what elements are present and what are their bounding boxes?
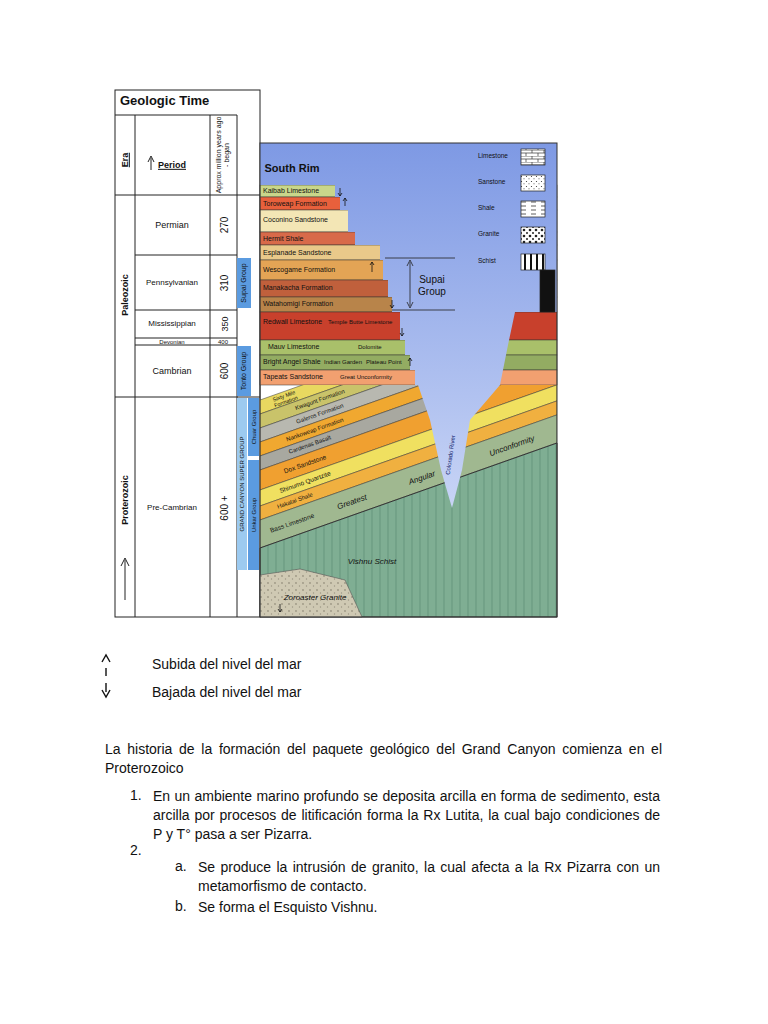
group-name: Tonto Group: [240, 352, 248, 391]
period-name: Pre-Cambrian: [147, 503, 197, 512]
column-header: Era: [120, 153, 130, 168]
drawing-part: [248, 460, 259, 570]
period-name: Mississippian: [148, 319, 196, 328]
legend-text: Sanstone: [478, 178, 505, 185]
down-arrow-symbol: [102, 683, 110, 697]
drawing-part: [521, 149, 545, 165]
list-letter: a.: [175, 858, 187, 874]
age-number: 600 +: [219, 495, 231, 520]
drawing-part: [115, 115, 260, 617]
group-name: Unkar Group: [250, 498, 257, 532]
stratum-name: Indian Garden: [324, 359, 362, 366]
age-number: 600: [219, 363, 231, 380]
group-name: Chuar Group: [250, 410, 257, 445]
list-item: Se forma el Esquisto Vishnu.: [198, 898, 660, 917]
list-number: 1.: [130, 787, 142, 803]
legend-text: Granite: [478, 230, 499, 237]
legend-text: Bajada del nivel del mar: [152, 684, 301, 700]
drawing-part: [521, 175, 545, 191]
list-letter: b.: [175, 898, 187, 914]
rock-legend-swatches: [521, 149, 555, 312]
column-header: Period: [158, 160, 186, 170]
stratum-name: Hermit Shale: [263, 235, 303, 243]
stratum-name: Tapeats Sandstone: [263, 373, 323, 381]
stratum-name: Bright Angel Shale: [263, 358, 321, 366]
rock-name: Vishnu Schist: [348, 557, 396, 566]
legend-text: Limestone: [478, 152, 508, 159]
age-number: 310: [219, 275, 231, 292]
drawing-part: [237, 398, 247, 570]
era-name: Paleozoic: [120, 274, 130, 316]
column-header: Approx million years ago - began: [215, 116, 231, 194]
legend-text: Shale: [478, 204, 495, 211]
era-arrow: [121, 558, 129, 600]
drawing-part: [540, 270, 555, 312]
group-name: GRAND CANYON SUPER GROUP: [239, 436, 246, 531]
era-name: Proterozoic: [120, 475, 130, 525]
time-table: [115, 90, 260, 617]
list-item: En un ambiente marino profundo se deposi…: [153, 787, 660, 844]
stratum-name: Temple Butte Limestone: [328, 319, 392, 326]
period-name: Pennsylvanian: [146, 278, 198, 287]
zoroaster-granite: [260, 569, 362, 617]
drawing-part: [260, 370, 557, 385]
stratum-name: Manakacha Formation: [263, 284, 333, 292]
period-name: Devonian: [159, 338, 184, 345]
site-label: South Rim: [265, 162, 320, 175]
drawing-part: [248, 398, 259, 456]
stratum-name: Toroweap Formation: [263, 200, 327, 208]
drawing-part: [237, 346, 251, 396]
paragraph: La historia de la formación del paquete …: [105, 740, 662, 778]
drawing-part: [521, 227, 545, 243]
group-bracket-label: Supai Group: [407, 274, 457, 297]
period-name: Permian: [155, 220, 189, 230]
rock-name: Zoroaster Granite: [284, 593, 347, 602]
legend-text: Subida del nivel del mar: [152, 656, 301, 672]
stratum-name: Mauv Limestone: [268, 343, 319, 351]
period-arrow: [148, 156, 154, 170]
stratum-name: Dolomite: [358, 344, 382, 351]
group-name: Supai Group: [240, 263, 248, 302]
stratum-name: Kaibab Limestone: [263, 187, 319, 195]
stratum-name: Wescogame Formation: [263, 266, 335, 274]
age-number: 270: [219, 217, 231, 234]
period-name: Cambrian: [152, 366, 191, 376]
legend-text: Schist: [478, 257, 496, 264]
age-number: 350: [220, 316, 230, 331]
age-number: 400: [218, 338, 228, 345]
drawing-part: [521, 201, 545, 217]
stratum-name: Redwall Limestone: [263, 318, 322, 326]
group-bars: [237, 258, 259, 570]
list-item: Se produce la intrusión de granito, la c…: [198, 858, 660, 896]
stratum-name: Esplanade Sandstone: [263, 249, 332, 257]
unconformity-label: Great Unconformity: [340, 374, 392, 381]
stratum-name: Watahomigi Formation: [263, 300, 333, 308]
stratum-name: Plateau Point: [366, 359, 402, 366]
drawing-part: [237, 258, 251, 308]
list-number: 2.: [130, 842, 142, 858]
drawing-part: [260, 355, 557, 370]
stratum-name: Coconino Sandstone: [263, 216, 328, 224]
drawing-part: [115, 90, 260, 617]
vishnu-schist: [260, 443, 557, 617]
chart-title: Geologic Time: [120, 94, 209, 109]
section-frame: [260, 143, 557, 617]
sky-canyon: [260, 143, 557, 508]
drawing-part: [521, 254, 545, 270]
up-arrow-symbol: [102, 655, 110, 676]
